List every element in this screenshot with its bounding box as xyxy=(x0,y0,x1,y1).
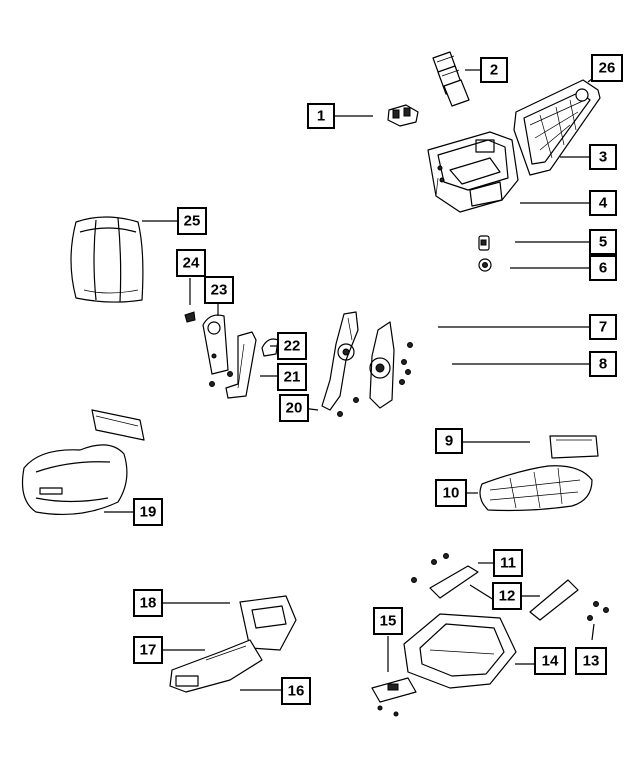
callout-15: 15 xyxy=(373,607,403,635)
callout-14-label: 14 xyxy=(542,653,559,670)
callout-3-label: 3 xyxy=(599,149,607,166)
callout-12: 12 xyxy=(492,582,522,610)
callout-19: 19 xyxy=(133,498,163,526)
part-armrest-pad-left xyxy=(91,409,145,441)
part-22-cover xyxy=(261,338,279,357)
callout-26-label: 26 xyxy=(599,60,616,77)
callout-8-label: 8 xyxy=(599,356,607,373)
part-3-4-console-bin xyxy=(427,131,519,213)
callout-8: 8 xyxy=(589,351,617,377)
part-7-8-side-panel xyxy=(369,321,413,409)
callout-24: 24 xyxy=(176,249,206,277)
part-21-bracket xyxy=(209,331,257,399)
part-6-nut xyxy=(478,258,492,272)
callout-20-label: 20 xyxy=(286,400,303,417)
callout-16-label: 16 xyxy=(288,683,305,700)
callout-17: 17 xyxy=(133,636,163,664)
callout-9: 9 xyxy=(435,428,463,454)
callout-2: 2 xyxy=(480,57,508,83)
callout-19-label: 19 xyxy=(140,504,157,521)
callout-1: 1 xyxy=(307,103,335,129)
part-23-panel xyxy=(202,314,229,375)
callout-16: 16 xyxy=(281,677,311,705)
callout-10: 10 xyxy=(435,479,467,507)
part-9-pad xyxy=(549,435,599,459)
callout-22: 22 xyxy=(277,332,307,360)
callout-10-label: 10 xyxy=(443,485,460,502)
callout-11: 11 xyxy=(493,549,523,577)
callout-11-label: 11 xyxy=(500,555,516,572)
callout-12-label: 12 xyxy=(499,588,516,605)
callout-25-label: 25 xyxy=(184,213,201,230)
callout-18-label: 18 xyxy=(140,595,157,612)
part-11-bracket xyxy=(411,553,479,599)
part-5-clip xyxy=(478,235,490,251)
callout-4: 4 xyxy=(589,190,617,216)
callout-3: 3 xyxy=(589,144,617,170)
callout-15-label: 15 xyxy=(380,613,397,630)
callout-17-label: 17 xyxy=(140,642,157,659)
part-10-seat-cushion xyxy=(479,465,593,512)
callout-20: 20 xyxy=(279,394,309,422)
part-15-handle xyxy=(371,677,417,717)
part-1-switch xyxy=(387,104,419,127)
callout-2-label: 2 xyxy=(490,62,498,79)
part-26-lid xyxy=(513,79,601,176)
callout-18: 18 xyxy=(133,589,163,617)
part-25-seatback-cover xyxy=(70,216,144,303)
part-2-pads xyxy=(432,51,470,107)
callout-9-label: 9 xyxy=(445,433,453,450)
part-12-bracket xyxy=(529,579,609,621)
callout-13-label: 13 xyxy=(583,653,600,670)
callout-7: 7 xyxy=(589,314,617,340)
callout-5-label: 5 xyxy=(599,234,607,251)
leader-lines xyxy=(104,67,607,691)
part-20-recliner xyxy=(321,311,359,417)
callout-6: 6 xyxy=(589,255,617,281)
callout-22-label: 22 xyxy=(284,338,301,355)
callout-5: 5 xyxy=(589,229,617,255)
callout-4-label: 4 xyxy=(599,195,608,212)
callout-21: 21 xyxy=(277,363,307,391)
callout-7-label: 7 xyxy=(599,319,607,336)
callout-14: 14 xyxy=(534,647,566,675)
callout-24-label: 24 xyxy=(183,255,200,272)
part-14-seat-pan xyxy=(403,613,517,689)
part-18-track-cover xyxy=(239,595,297,651)
part-24-screw xyxy=(184,311,196,323)
part-19-seat-cushion xyxy=(21,444,128,516)
callout-25: 25 xyxy=(177,207,207,235)
callout-26: 26 xyxy=(591,54,623,82)
callout-23-label: 23 xyxy=(211,282,228,299)
callout-6-label: 6 xyxy=(599,260,607,277)
part-16-17-duct xyxy=(169,639,263,693)
callout-21-label: 21 xyxy=(284,369,301,386)
callout-23: 23 xyxy=(204,276,234,304)
callout-13: 13 xyxy=(575,647,607,675)
callout-1-label: 1 xyxy=(317,108,325,125)
